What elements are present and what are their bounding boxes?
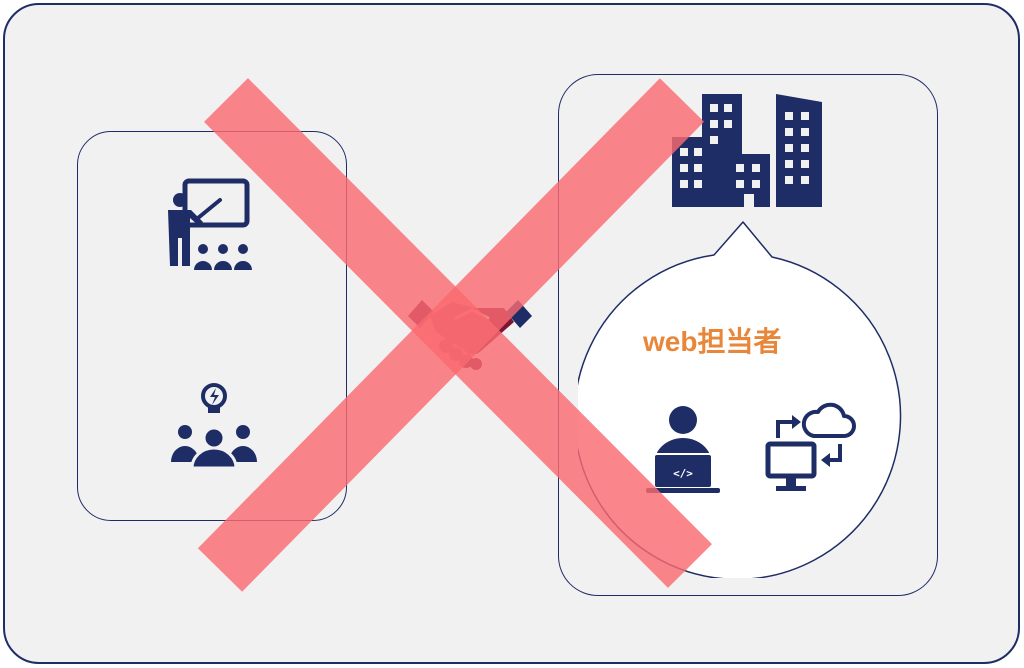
handshake-icon (408, 300, 532, 370)
cloud-sync-monitor-icon (765, 402, 856, 491)
svg-text:</>: </> (673, 467, 693, 480)
web-staff-label: web担当者 (643, 326, 782, 357)
office-buildings-icon (672, 94, 822, 207)
team-idea-icon (171, 383, 257, 468)
developer-laptop-icon: </> (646, 406, 720, 493)
speech-bubble (578, 221, 902, 578)
teacher-classroom-icon (168, 178, 252, 270)
